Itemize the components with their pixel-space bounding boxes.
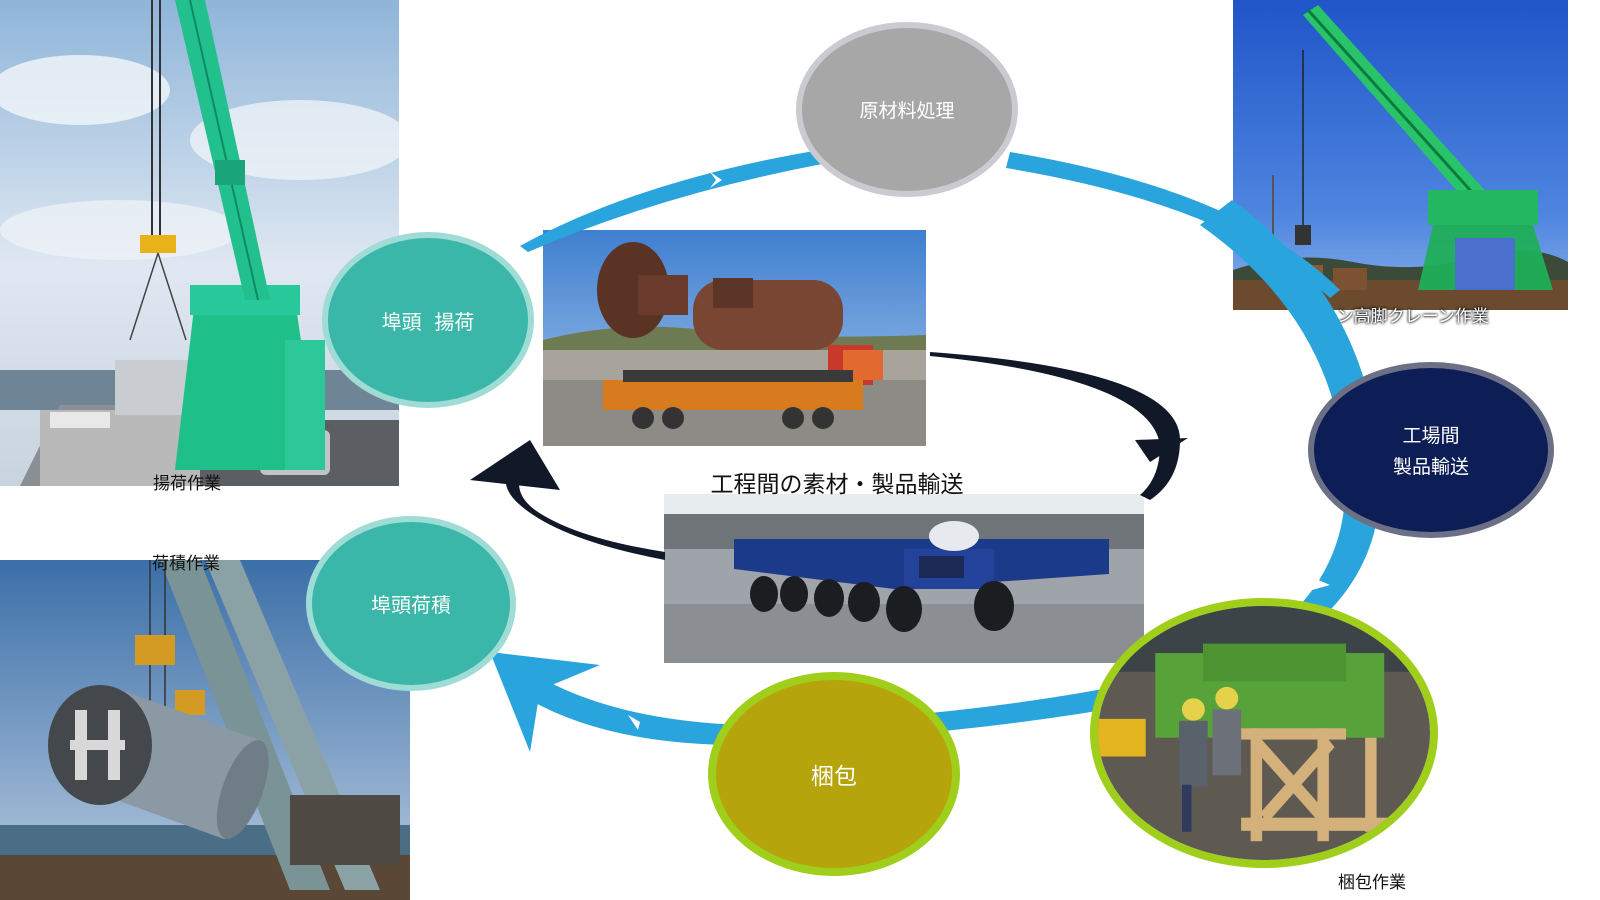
node-wharf-loading: 埠頭荷積 [306, 516, 516, 691]
node-factory-transport: 工場間 製品輸送 [1308, 362, 1554, 538]
photo-rail-transport [543, 230, 926, 446]
inner-arrowhead-right [1135, 438, 1188, 462]
photo-packing-work [1090, 598, 1438, 868]
inner-arrow-left [506, 470, 665, 560]
caption-crane-work: 15トン高脚クレーン作業 [1298, 302, 1489, 327]
node-wharf-unloading: 埠頭 揚荷 [322, 232, 534, 408]
node-factory-transport-line1: 工場間 [1402, 421, 1459, 448]
photo-unloading-crane [0, 0, 399, 486]
caption-loading-work: 荷積作業 [152, 549, 220, 574]
caption-unloading-work: 揚荷作業 [153, 469, 221, 494]
arrowhead-to-wharf-loading [490, 652, 600, 752]
photo-transporter [664, 494, 1144, 663]
node-wharf-loading-label: 埠頭荷積 [371, 589, 451, 618]
center-title: 工程間の素材・製品輸送 [672, 465, 1002, 499]
node-raw-material-label: 原材料処理 [859, 96, 954, 123]
node-wharf-unloading-label: 埠頭 揚荷 [382, 306, 475, 335]
photo-high-leg-crane [1233, 0, 1568, 310]
node-factory-transport-line2: 製品輸送 [1393, 452, 1469, 479]
node-raw-material: 原材料処理 [796, 22, 1018, 197]
inner-arrowhead-left [470, 440, 560, 490]
caption-packing-work: 梱包作業 [1338, 868, 1406, 893]
node-packing: 梱包 [708, 672, 960, 876]
node-packing-label: 梱包 [811, 757, 857, 791]
